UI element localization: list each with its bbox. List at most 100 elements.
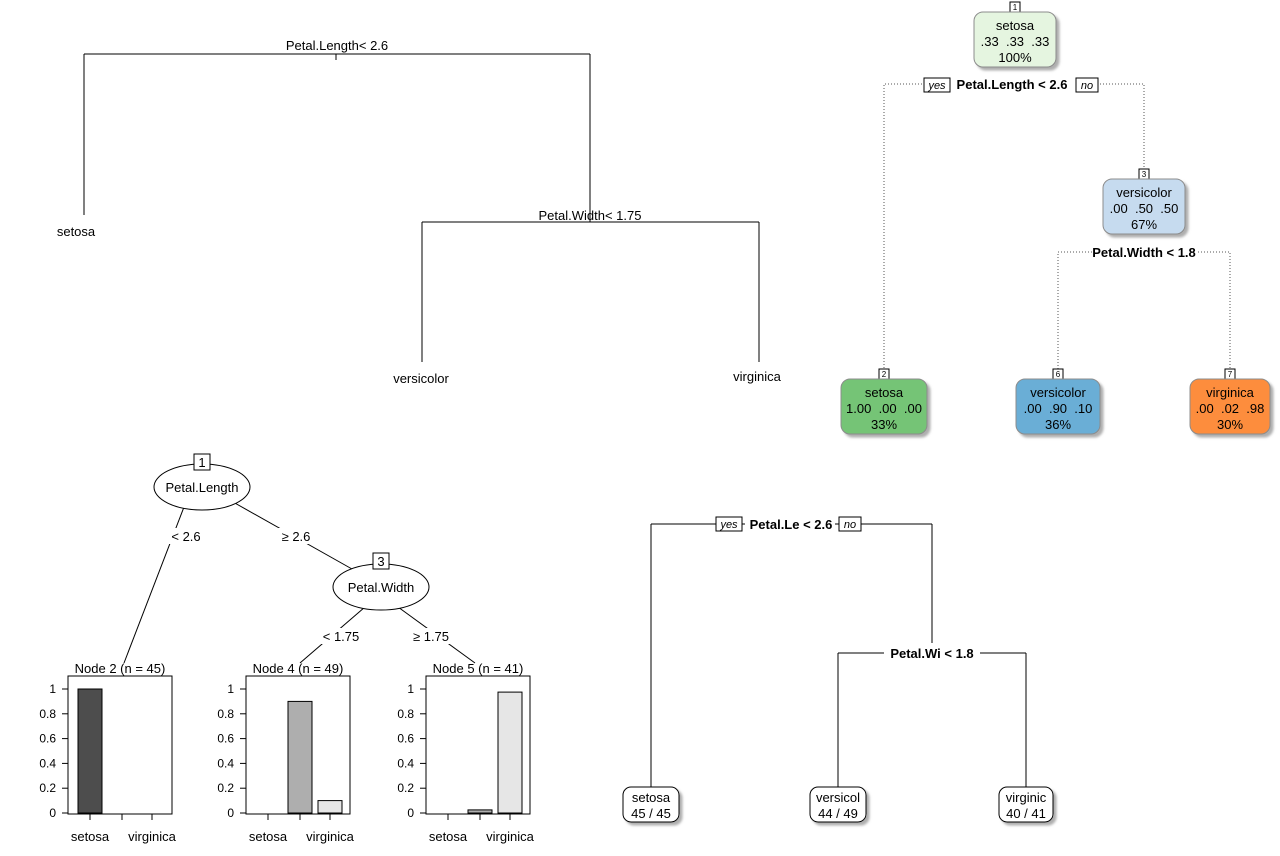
tree2-node-box: [1102, 178, 1186, 235]
tree2-node-probs: .33 .33 .33: [981, 34, 1050, 49]
tree3-ytick-label: 0.6: [397, 732, 414, 746]
tree4-leaf-count: 45 / 45: [631, 806, 671, 821]
tree3-edge-label: < 2.6: [171, 529, 200, 544]
tree3-terminal-title: Node 4 (n = 49): [253, 661, 344, 676]
tree2-node-class: versicolor: [1116, 185, 1172, 200]
tree3-ytick-label: 0.8: [397, 707, 414, 721]
tree1-leaf-label: setosa: [57, 224, 96, 239]
tree3-ytick-label: 0.8: [39, 707, 56, 721]
tree1-root-split-label: Petal.Length< 2.6: [286, 38, 388, 53]
tree3-xlabel: virginica: [128, 829, 176, 844]
tree3-bar: [467, 809, 493, 814]
tree3-ytick-label: 0: [227, 806, 234, 820]
tree3-edge-label-bg: [408, 628, 452, 644]
tree2-yes-branch: [883, 83, 922, 378]
tree4-leaf-box: [998, 786, 1054, 823]
tree2-no-box: [1075, 77, 1099, 93]
tree1-leaf-label: virginica: [733, 369, 781, 384]
tree4-split-label: Petal.Le < 2.6: [750, 517, 833, 532]
tree2-node-box: [1015, 378, 1101, 435]
tree3-ytick-label: 0.2: [397, 781, 414, 795]
tree4-split-bg: [745, 514, 835, 534]
tree2-right-branch: [1198, 251, 1231, 378]
tree3-node-number-box: [372, 552, 390, 570]
tree3-bar: [77, 688, 103, 814]
tree4-leaf-count: 40 / 41: [1006, 806, 1046, 821]
tree4-leaf-count: 44 / 49: [818, 806, 858, 821]
tree3-bar: [287, 700, 313, 814]
tree2-no-label: no: [1081, 80, 1093, 92]
tree1-leaf-label: versicolor: [393, 371, 449, 386]
tree2-node-class: setosa: [865, 385, 904, 400]
tree3-ytick-label: 0.8: [217, 707, 234, 721]
tree2-node-percent: 36%: [1045, 417, 1071, 432]
tree2-rpart-fancy: 1 setosa .33 .33 .33 100% yes Petal.Leng…: [840, 1, 1271, 435]
tree4-yes-box: [715, 516, 743, 532]
tree3-bar: [497, 691, 523, 814]
tree2-node-percent: 33%: [871, 417, 897, 432]
tree2-node-probs: 1.00 .00 .00: [846, 401, 922, 416]
tree3-node-number: 1: [198, 455, 205, 470]
tree2-yes-label: yes: [927, 80, 946, 92]
tree3-xlabel: virginica: [306, 829, 354, 844]
tree3-edge-label: < 1.75: [323, 629, 360, 644]
tree3-ytick-label: 0: [49, 806, 56, 820]
tree3-ytick-label: 1: [49, 682, 56, 696]
tree2-node-box: [973, 11, 1057, 68]
tree2-node-percent: 100%: [998, 50, 1032, 65]
tree2-node-probs: .00 .90 .10: [1024, 401, 1093, 416]
tree3-ytick-label: 0.4: [39, 756, 56, 770]
tree4-no-label: no: [844, 519, 856, 531]
tree3-edge-label-bg: [318, 628, 362, 644]
tree2-node-box: [840, 378, 928, 435]
tree4-leaf-class: virginic: [1006, 790, 1047, 805]
tree2-node-probs: .00 .50 .50: [1110, 201, 1179, 216]
tree3-ytick-label: 0.2: [39, 781, 56, 795]
tree4-yes-label: yes: [719, 519, 738, 531]
tree4-no-box: [838, 516, 862, 532]
tree2-left-branch: [1057, 251, 1092, 378]
tree3-ytick-label: 1: [227, 682, 234, 696]
tree4-leaf-box: [809, 786, 867, 823]
tree3-node-number-box: [193, 453, 211, 471]
tree3-bar: [317, 800, 343, 814]
tree4-leaf-class: setosa: [632, 790, 671, 805]
tree2-no-branch: [1100, 83, 1145, 178]
tree3-ytick-label: 0.4: [217, 756, 234, 770]
tree4-split-bg: [884, 643, 980, 663]
tree2-node-number: 6: [1056, 370, 1061, 379]
tree3-ytick-label: 0.6: [217, 732, 234, 746]
tree4-rpart-plot: yes Petal.Le < 2.6 no Petal.Wi < 1.8 set…: [622, 514, 1054, 823]
tree3-terminal-title: Node 2 (n = 45): [75, 661, 166, 676]
tree3-xlabel: setosa: [71, 829, 110, 844]
tree3-edge-label-bg: [278, 528, 314, 544]
tree1-inner-split-label: Petal.Width< 1.75: [539, 208, 642, 223]
tree1-rpart-plot: [83, 53, 760, 362]
tree3-xlabel: setosa: [249, 829, 288, 844]
tree3-node-variable: Petal.Width: [348, 580, 414, 595]
tree3-terminal-panels: Node 2 (n = 45) 0 0.2 0.4 0.6 0.8 1 setosa virgi…: [39, 661, 534, 844]
tree3-edge-label-bg: [168, 528, 204, 544]
tree2-node-class: virginica: [1206, 385, 1254, 400]
tree3-terminal-title: Node 5 (n = 41): [433, 661, 524, 676]
tree2-node-number: 2: [882, 370, 887, 379]
tree3-ytick-label: 0.2: [217, 781, 234, 795]
tree2-node-percent: 67%: [1131, 217, 1157, 232]
tree2-node-number: 7: [1228, 370, 1233, 379]
tree3-ytick-label: 0: [407, 806, 414, 820]
tree4-split-label: Petal.Wi < 1.8: [890, 646, 973, 661]
tree4-leaf-box: [622, 786, 680, 823]
tree3-ytick-label: 1: [407, 682, 414, 696]
tree2-node-number: 3: [1142, 170, 1147, 179]
tree3-node-number: 3: [377, 554, 384, 569]
tree4-leaf-class: versicol: [816, 790, 860, 805]
tree2-yes-box: [923, 77, 951, 93]
tree3-xlabel: setosa: [429, 829, 468, 844]
tree2-node-probs: .00 .02 .98: [1196, 401, 1265, 416]
tree3-node-variable: Petal.Length: [165, 480, 238, 495]
tree3-edge-label: ≥ 2.6: [282, 529, 311, 544]
tree3-party-plot: < 2.6 ≥ 2.6 < 1.75 ≥ 1.75 1 Petal.Length…: [39, 453, 535, 844]
tree3-ytick-label: 0.6: [39, 732, 56, 746]
tree3-edge-label: ≥ 1.75: [413, 629, 449, 644]
